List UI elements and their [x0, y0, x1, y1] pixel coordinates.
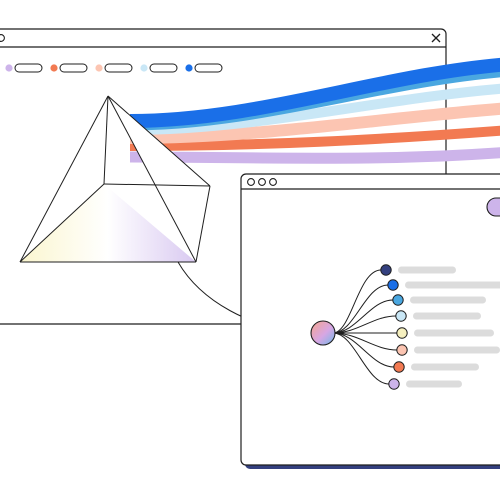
light-beam: [129, 57, 500, 128]
text-placeholder-bar: [413, 312, 481, 320]
prism-face-front: [20, 184, 196, 262]
light-beam: [129, 102, 500, 144]
light-beam: [129, 147, 500, 164]
tree-leaf-node[interactable]: [393, 361, 405, 373]
front-window: [240, 173, 500, 469]
tree-leaf-node[interactable]: [395, 310, 407, 322]
tree-leaf-node[interactable]: [392, 294, 404, 306]
text-placeholder-bar: [406, 380, 462, 388]
prism-edge: [103, 95, 109, 185]
tree-branch: [332, 332, 390, 385]
prism-face-side: [108, 96, 210, 262]
tree-branch: [332, 284, 389, 334]
text-placeholder-bar: [398, 266, 456, 274]
text-placeholder-bar: [410, 296, 486, 304]
close-icon[interactable]: [431, 33, 441, 43]
tree-root-node[interactable]: [310, 320, 336, 346]
toggle-pill-button[interactable]: [486, 197, 500, 217]
prism-edge: [19, 183, 105, 263]
prism-edge: [107, 95, 197, 263]
text-placeholder-bar: [414, 346, 500, 354]
prism-edge: [19, 95, 109, 263]
tree-leaf-node[interactable]: [388, 378, 400, 390]
prism-pyramid: [19, 95, 211, 263]
tree-leaf-node[interactable]: [396, 344, 408, 356]
legend-swatch-dot: [50, 64, 58, 72]
legend-label-pill[interactable]: [194, 63, 223, 73]
text-placeholder-bar: [405, 281, 500, 289]
prism-edge: [107, 95, 211, 187]
prism-edge: [103, 183, 211, 187]
legend-swatch-dot: [185, 64, 193, 72]
light-beams: [129, 57, 500, 164]
legend-label-pill[interactable]: [104, 63, 133, 73]
tree-leaf-node[interactable]: [387, 279, 399, 291]
prism-edge: [195, 185, 211, 263]
front-window-frame: [240, 173, 500, 466]
legend-label-pill[interactable]: [149, 63, 178, 73]
tree-branch: [332, 269, 382, 334]
tree-branch: [332, 332, 395, 368]
window-close-dot[interactable]: [247, 178, 255, 186]
text-placeholder-bar: [411, 363, 479, 371]
window-maximize-dot[interactable]: [269, 178, 277, 186]
legend-swatch-dot: [140, 64, 148, 72]
branch-tree: [332, 264, 500, 390]
legend-label-pill[interactable]: [14, 63, 43, 73]
legend-row: [5, 63, 223, 73]
legend-swatch-dot: [95, 64, 103, 72]
text-placeholder-bar: [414, 329, 494, 337]
tree-leaf-node[interactable]: [380, 264, 392, 276]
legend-label-pill[interactable]: [59, 63, 88, 73]
light-beam: [129, 83, 500, 135]
window-control-dot[interactable]: [0, 34, 5, 42]
tree-leaf-node[interactable]: [396, 327, 408, 339]
window-minimize-dot[interactable]: [258, 178, 266, 186]
legend-swatch-dot: [5, 64, 13, 72]
light-beam: [129, 125, 500, 151]
